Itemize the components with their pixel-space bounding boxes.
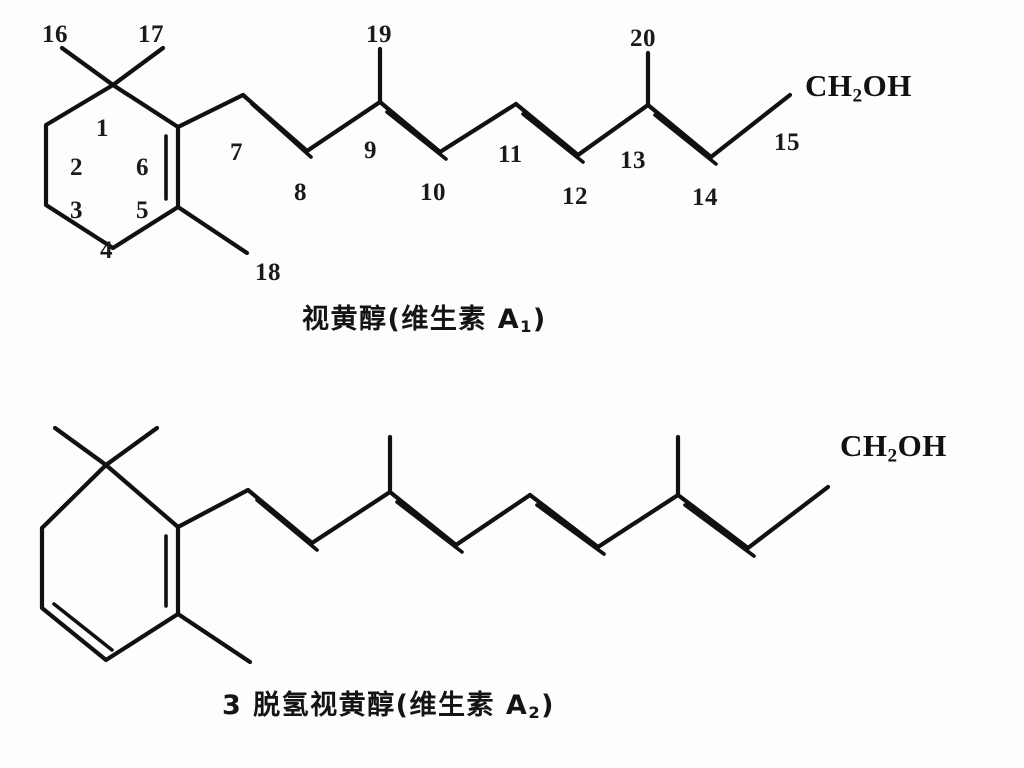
locant-14: 14 — [692, 184, 718, 211]
locant-12: 12 — [562, 183, 588, 210]
locant-15: 15 — [774, 129, 800, 156]
locant-11: 11 — [498, 141, 523, 168]
terminal-group-retinol: CH2OH — [805, 68, 912, 107]
caption-retinol-main: 视黄醇(维生素 A — [302, 304, 521, 335]
caption-retinol-tail: ) — [532, 304, 547, 335]
locant-6: 6 — [136, 154, 149, 181]
terminal-group-dehydroretinol: CH2OH — [840, 428, 947, 467]
locant-17: 17 — [138, 21, 164, 48]
terminal-ch-subscript-2: 2 — [887, 445, 898, 467]
locant-19: 19 — [366, 21, 392, 48]
locant-4: 4 — [100, 237, 113, 264]
locant-3: 3 — [70, 197, 83, 224]
retinol-polyene-chain — [175, 46, 793, 166]
locant-20: 20 — [630, 25, 656, 52]
caption-dehydroretinol-subscript: 2 — [528, 703, 542, 723]
terminal-ch-subscript: 2 — [852, 85, 863, 107]
terminal-oh-text: OH — [862, 68, 912, 103]
caption-dehydroretinol-tail: ) — [541, 690, 555, 721]
locant-13: 13 — [620, 147, 646, 174]
locant-1: 1 — [96, 115, 109, 142]
locant-7: 7 — [230, 139, 243, 166]
locant-9: 9 — [364, 137, 377, 164]
terminal-oh-text-2: OH — [897, 428, 947, 463]
caption-dehydroretinol-main: 3 脱氢视黄醇(维生素 A — [222, 690, 529, 721]
caption-retinol: 视黄醇(维生素 A1) — [302, 297, 547, 336]
locant-16: 16 — [42, 21, 68, 48]
locant-8: 8 — [294, 179, 307, 206]
dehydroretinol-polyene-chain — [175, 434, 831, 558]
caption-dehydroretinol: 3 脱氢视黄醇(维生素 A2) — [222, 683, 555, 722]
locant-10: 10 — [420, 179, 446, 206]
caption-retinol-subscript: 1 — [520, 317, 533, 337]
terminal-ch-text: CH — [805, 68, 853, 103]
dehydroretinol-ring — [39, 425, 253, 665]
locant-18: 18 — [255, 259, 281, 286]
locant-5: 5 — [136, 197, 149, 224]
locant-2: 2 — [70, 154, 83, 181]
terminal-ch-text-2: CH — [840, 428, 888, 463]
